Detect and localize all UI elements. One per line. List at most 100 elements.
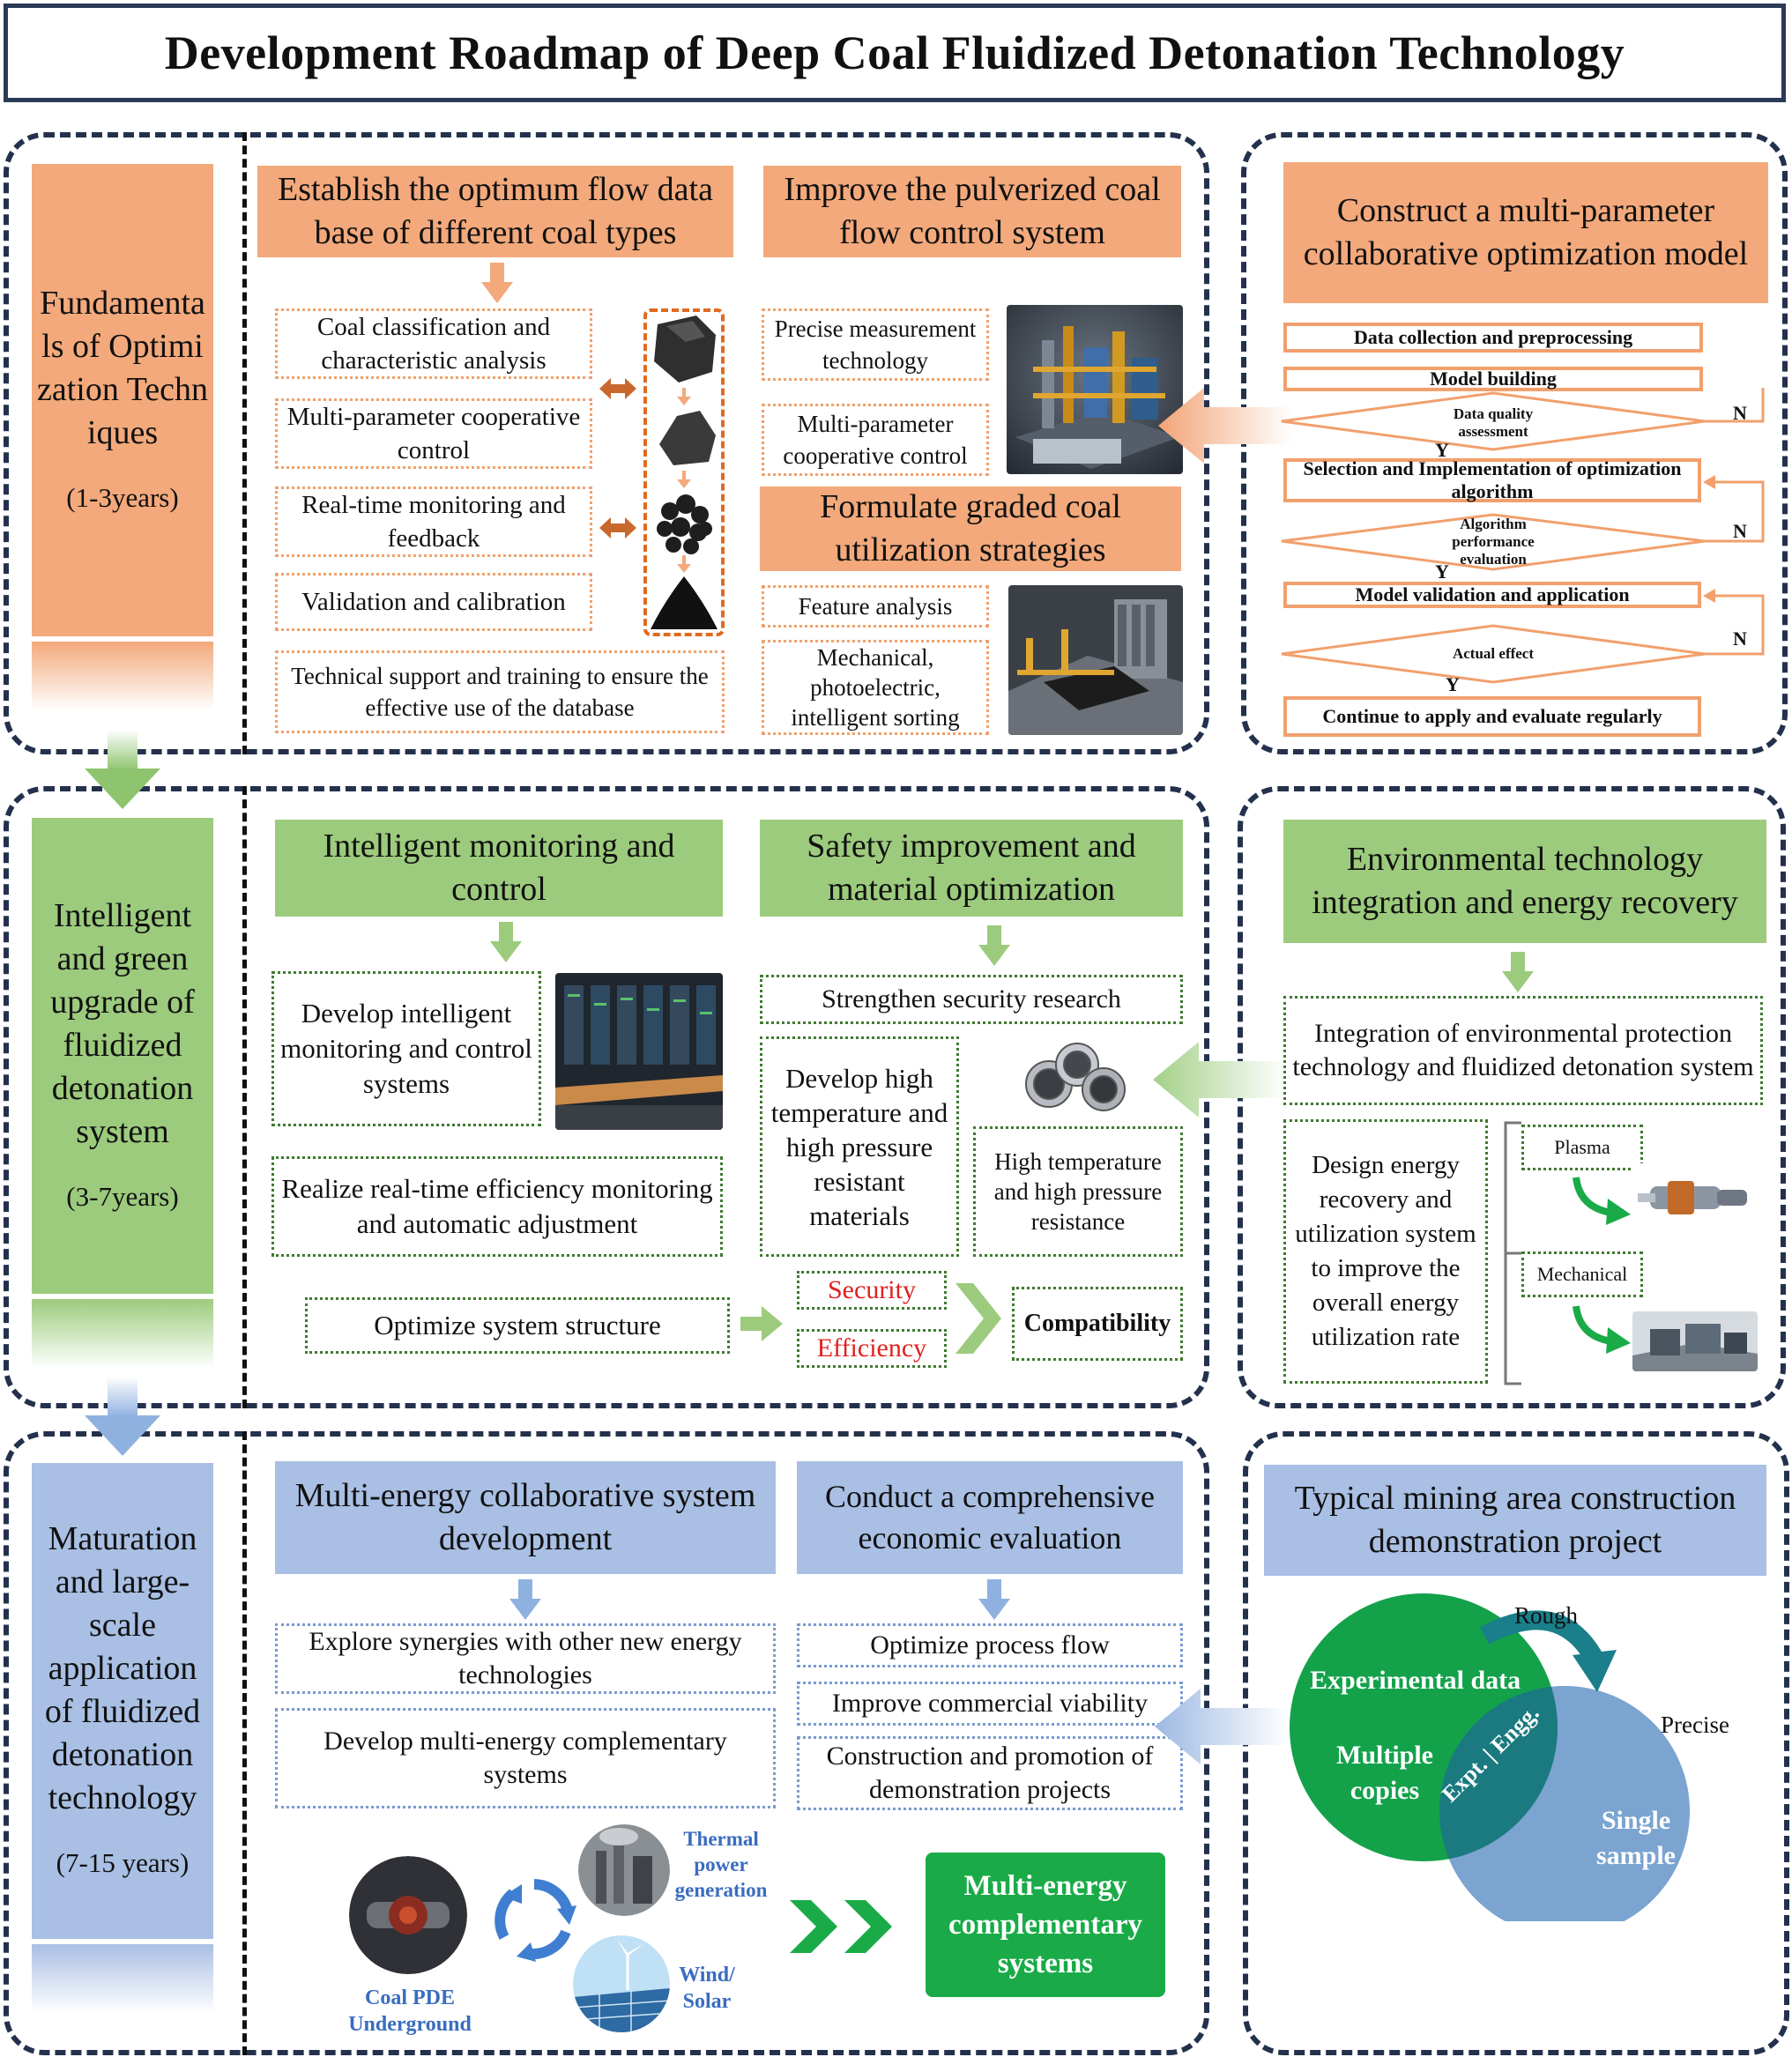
monitoring-item-3: Optimize system structure (305, 1297, 730, 1354)
coal-pde-label: Coal PDE Underground (348, 1986, 472, 2036)
decision-2: Algorithm performance evaluation (1452, 516, 1535, 568)
flow-control-header: Improve the pulverized coal flow control… (763, 166, 1181, 257)
stage-2-fade (32, 1299, 213, 1368)
down-arrow-icon (1502, 952, 1534, 992)
economic-item-3: Construction and promotion of demonstrat… (797, 1736, 1183, 1810)
mechanical-device-image (1632, 1311, 1758, 1371)
stage-3-title: Maturation and large-scale application o… (44, 1520, 201, 1816)
stage-2-to-3-arrow-icon (85, 1377, 160, 1456)
left-arrow-icon (1155, 1689, 1289, 1764)
bracket-icon (1504, 1121, 1521, 1385)
double-arrow-icon (599, 378, 636, 399)
monitoring-item-2: Realize real-time efficiency monitoring … (271, 1156, 723, 1257)
coal-lump-icon (651, 316, 718, 629)
model-flow-connectors (1281, 388, 1765, 684)
model-step-1: Data collection and preprocessing (1283, 323, 1703, 353)
graded-item-1: Feature analysis (762, 585, 989, 627)
yes-label: Y (1435, 439, 1449, 461)
thermal-power-label: Thermal power generation (674, 1828, 768, 1901)
row3-divider (242, 1431, 247, 2055)
multi-energy-item-1: Explore synergies with other new energy … (275, 1623, 776, 1694)
stage-1-fade (32, 642, 213, 710)
database-item-4: Validation and calibration (275, 573, 592, 631)
database-item-1: Coal classification and characteristic a… (275, 308, 592, 379)
monitoring-item-1: Develop intelligent monitoring and contr… (271, 971, 541, 1126)
security-box: Security (797, 1271, 947, 1310)
down-arrow-icon (978, 1579, 1010, 1620)
yes-label: Y (1435, 561, 1449, 583)
down-arrow-icon (978, 925, 1010, 966)
steel-pipes-image (1022, 1035, 1128, 1119)
compatibility-box: Compatibility (1012, 1287, 1183, 1361)
row1-divider (242, 132, 247, 754)
flow-control-item-2: Multi-parameter cooperative control (762, 404, 989, 476)
mechanical-option: Mechanical (1521, 1251, 1643, 1297)
double-chevron-icon (790, 1900, 892, 1953)
wind-solar-image (573, 1935, 670, 2032)
environment-item-2: Design energy recovery and utilization s… (1283, 1119, 1488, 1384)
decision-1: Data quality assessment (1453, 405, 1534, 440)
stage-3-years: (7-15 years) (56, 1847, 190, 1878)
multi-energy-header: Multi-energy collaborative system develo… (275, 1461, 776, 1574)
efficiency-box: Efficiency (797, 1329, 947, 1368)
database-item-2: Multi-parameter cooperative control (275, 398, 592, 469)
stage-3-label: Maturation and large-scale application o… (32, 1463, 213, 1939)
down-arrow-icon (490, 922, 522, 962)
result-box: Multi-energy complementary systems (926, 1853, 1165, 1997)
stage-2-years: (3-7years) (66, 1180, 179, 1212)
row2-divider (242, 786, 247, 1408)
double-arrow-icon (599, 517, 636, 538)
safety-header: Safety improvement and material optimiza… (760, 820, 1183, 917)
left-arrow-icon (1153, 1042, 1287, 1118)
safety-item-2: Develop high temperature and high pressu… (760, 1036, 959, 1257)
plasma-option: Plasma (1521, 1125, 1643, 1170)
model-step-2: Model building (1283, 367, 1703, 391)
no-label: N (1733, 627, 1747, 650)
curved-arrow-icon (1573, 1305, 1631, 1354)
control-room-image (555, 973, 723, 1130)
flow-control-item-1: Precise measurement technology (762, 308, 989, 381)
stage-3-fade (32, 1944, 213, 2013)
stage-2-label: Intelligent and green upgrade of fluidiz… (32, 818, 213, 1294)
cycle-arrows-icon (494, 1879, 576, 1962)
model-step-4: Model validation and application (1283, 582, 1701, 608)
model-step-5: Continue to apply and evaluate regularly (1283, 696, 1701, 737)
economic-header: Conduct a comprehensive economic evaluat… (797, 1461, 1183, 1574)
demo-header: Typical mining area construction demonst… (1264, 1465, 1766, 1576)
stage-1-years: (1-3years) (66, 481, 179, 513)
safety-item-1: Strengthen security research (760, 975, 1183, 1024)
model-step-3: Selection and Implementation of optimiza… (1283, 457, 1701, 502)
database-support: Technical support and training to ensure… (275, 650, 725, 733)
right-arrow-icon (740, 1306, 783, 1341)
single-sample-label: Single sample (1596, 1806, 1676, 1870)
environment-item-1: Integration of environmental protection … (1283, 996, 1763, 1105)
rough-label: Rough (1514, 1602, 1579, 1629)
sorting-facility-image (1008, 585, 1183, 735)
model-header: Construct a multi-parameter collaborativ… (1283, 162, 1768, 303)
curved-arrow-icon (1573, 1177, 1631, 1225)
stage-1-to-2-arrow-icon (85, 730, 160, 809)
multiple-copies-label: Multiple copies (1336, 1741, 1433, 1805)
graded-item-2: Mechanical, photoelectric, intelligent s… (762, 640, 989, 735)
plasma-device-image (1632, 1163, 1756, 1229)
no-label: N (1733, 520, 1747, 542)
down-arrow-icon (481, 263, 513, 303)
wind-solar-label: Wind/ Solar (679, 1964, 735, 2013)
database-item-3: Real-time monitoring and feedback (275, 486, 592, 557)
database-header: Establish the optimum flow data base of … (257, 166, 733, 257)
decision-3: Actual effect (1452, 645, 1535, 662)
merge-chevron-icon (955, 1283, 1001, 1354)
stage-1-title: Fundamentals of Optimization Techniques (37, 284, 208, 451)
coal-grading-column (643, 308, 725, 636)
safety-item-3: High temperature and high pressure resis… (973, 1126, 1183, 1257)
graded-header: Formulate graded coal utilization strate… (760, 486, 1181, 571)
data-venn-diagram (1290, 1593, 1690, 1921)
flow-control-system-image (1007, 305, 1183, 474)
left-arrow-icon (1158, 388, 1292, 464)
page-title: Development Roadmap of Deep Coal Fluidiz… (4, 4, 1786, 102)
monitoring-header: Intelligent monitoring and control (275, 820, 723, 917)
multi-energy-item-2: Develop multi-energy complementary syste… (275, 1708, 776, 1808)
stage-2-title: Intelligent and green upgrade of fluidiz… (50, 896, 195, 1150)
stage-1-label: Fundamentals of Optimization Techniques … (32, 164, 213, 636)
precise-label: Precise (1661, 1712, 1729, 1738)
